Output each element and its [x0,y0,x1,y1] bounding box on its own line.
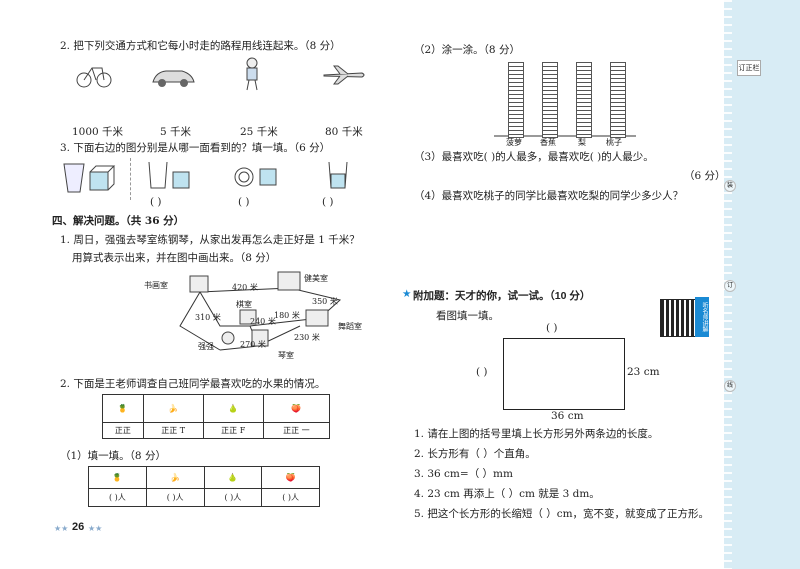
distance-label: 240 米 [250,317,276,326]
problem-1-line1: 1. 周日，强强去琴室练钢琴，从家出发再怎么走正好是 1 千米？ [60,234,360,246]
binding-mark: 装 [724,180,736,192]
bar-column[interactable] [508,62,524,138]
speed-label: 1000 千米 [72,126,124,138]
distance-label: 270 米 [240,340,266,349]
q3-title: 3. 下面右边的图分别是从哪一面看到的？填一填。（6 分） [60,142,331,154]
correction-tag: 订正栏 [737,60,761,76]
view-option-2 [234,167,277,187]
bonus-q4: 4. 23 cm 再添上（ ）cm 就是 3 dm。 [414,488,600,500]
speed-label: 25 千米 [240,126,278,138]
question-4: （4）最喜欢吃桃子的同学比最喜欢吃梨的同学少多少人？ [414,190,684,202]
answer-blank[interactable]: ( ) [322,196,334,208]
problem-2-title: 2. 下面是王老师调查自己班同学最喜欢吃的水果的情况。 [60,378,326,390]
qr-code[interactable] [660,299,698,337]
rect-bottom-label: 36 cm [551,410,584,422]
rect-top-blank[interactable]: ( ) [546,322,558,334]
star-decor: ★★ [88,524,103,533]
pear-icon: 🍐 [202,394,264,423]
answer-blank[interactable]: ( ) [238,196,250,208]
bonus-q3: 3. 36 cm=（ ）mm [414,468,513,480]
bonus-q5: 5. 把这个长方形的长缩短（ ）cm，宽不变，就变成了正方形。 [414,508,710,520]
binding-mark: 订 [724,280,736,292]
map-label-gym: 健美室 [304,274,328,283]
count-blank[interactable]: ( )人 [203,488,263,507]
pineapple-icon: 🍍 [102,394,144,423]
answer-blank[interactable]: ( ) [150,196,162,208]
bonus-q2: 2. 长方形有（ ）个直角。 [414,448,536,460]
banana-icon: 🍌 [145,466,205,489]
page-number: 26 [72,521,85,533]
fill-1-title: （1）填一填。（8 分） [60,450,166,462]
rect-right-label: 23 cm [627,366,660,378]
distance-label: 180 米 [274,311,300,320]
count-blank[interactable]: ( )人 [145,488,205,507]
category-label: 梨 [578,138,586,147]
distance-label: 230 米 [294,333,320,342]
q2-title: 2. 把下列交通方式和它每小时走的路程用线连起来。（8 分） [60,40,341,52]
star-icon: ★ [402,288,412,300]
bicycle-icon [76,67,112,88]
airplane-icon [323,65,365,85]
tally-cell: 正正 一 [262,422,331,439]
speed-label: 5 千米 [160,126,192,138]
category-label: 桃子 [606,138,622,147]
car-icon [152,70,195,87]
section-4-title: 四、解决问题。（共 36 分） [52,215,185,227]
binding-mark: 线 [724,380,736,392]
glass-and-cube-figure [63,163,116,193]
qr-label: 听名师讲解 [695,297,709,337]
rect-left-blank[interactable]: ( ) [476,366,488,378]
view-option-1 [148,161,190,189]
paint-title: （2）涂一涂。（8 分） [414,44,520,56]
bar-column[interactable] [610,62,626,138]
peach-icon: 🍑 [262,394,331,423]
map-label-library: 书画室 [144,281,168,290]
problem-1-line2: 用算式表示出来，并在图中画出来。（8 分） [72,252,277,264]
bonus-q1: 1. 请在上图的括号里填上长方形另外两条边的长度。 [414,428,659,440]
rectangle-figure [503,338,625,410]
map-label-piano: 琴室 [278,351,294,360]
bonus-title: 附加题：天才的你，试一试。（10 分） [413,290,591,302]
count-blank[interactable]: ( )人 [261,488,320,507]
distance-label: 310 米 [195,313,221,322]
speed-label: 80 千米 [325,126,363,138]
tally-cell: 正正 F [202,422,264,439]
bonus-subtitle: 看图填一填。 [436,310,499,322]
route-map [179,271,342,351]
tally-cell: 正正 [102,422,144,439]
question-3: （3）最喜欢吃( )的人最多，最喜欢吃( )的人最少。 [414,151,654,163]
banana-icon: 🍌 [142,394,204,423]
count-blank[interactable]: ( )人 [88,488,147,507]
star-decor: ★★ [54,524,69,533]
tally-table: 🍍 🍌 🍐 🍑 正正 正正 T 正正 F 正正 一 [102,394,331,439]
distance-label: 350 米 [312,297,338,306]
count-table: 🍍 🍌 🍐 🍑 ( )人 ( )人 ( )人 ( )人 [88,466,320,507]
category-label: 菠萝 [506,138,522,147]
tally-cell: 正正 T [142,422,204,439]
view-option-3 [328,161,348,189]
pineapple-icon: 🍍 [88,466,147,489]
peach-icon: 🍑 [261,466,320,489]
divider [130,158,131,200]
map-label-chess: 棋室 [236,300,252,309]
distance-label: 420 米 [232,283,258,292]
person-walking-icon [246,57,258,91]
category-label: 香蕉 [540,138,556,147]
pear-icon: 🍐 [203,466,263,489]
map-label-dance: 舞蹈室 [338,322,362,331]
bar-column[interactable] [542,62,558,138]
score-label: （6 分） [684,170,726,182]
bar-column[interactable] [576,62,592,138]
map-label-home: 强强 [198,342,214,351]
